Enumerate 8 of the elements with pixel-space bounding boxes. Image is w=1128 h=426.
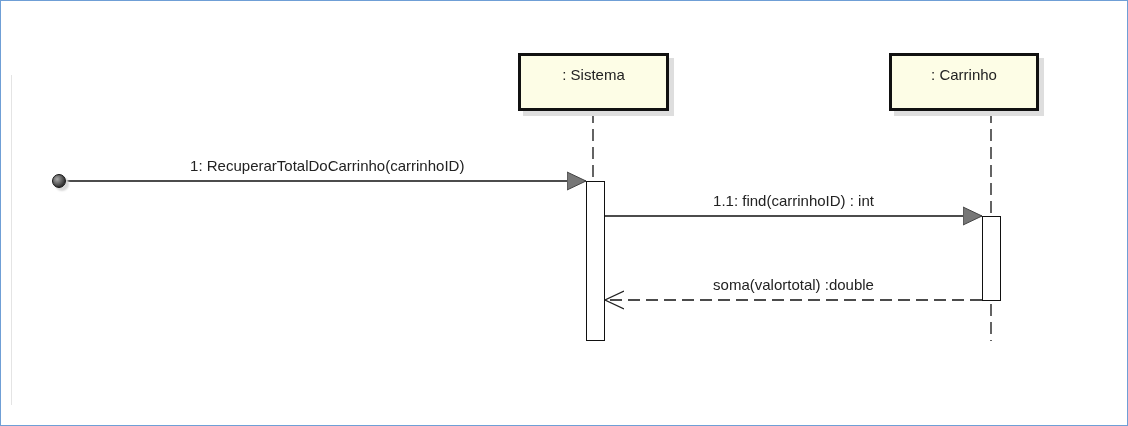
activation-bar	[982, 216, 1001, 301]
message-label: 1: RecuperarTotalDoCarrinho(carrinhoID)	[188, 157, 467, 175]
start-point	[52, 174, 66, 188]
message-label: soma(valortotal) :double	[711, 276, 876, 294]
participant-name: : Carrinho	[931, 66, 997, 83]
activation-bar	[586, 181, 605, 341]
message-label: 1.1: find(carrinhoID) : int	[711, 192, 876, 210]
participant-name: : Sistema	[562, 66, 625, 83]
